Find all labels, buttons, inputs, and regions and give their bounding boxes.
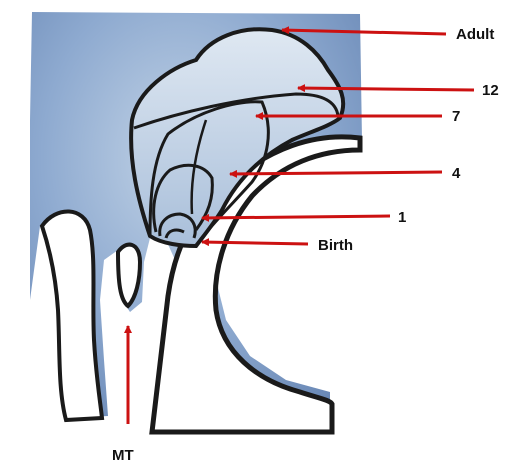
label-mt: MT	[112, 447, 134, 464]
left-column-outline	[42, 211, 102, 420]
arrow-birth	[202, 242, 308, 244]
label-adult: Adult	[456, 26, 494, 43]
label-12: 12	[482, 82, 499, 99]
arrow-1	[202, 216, 390, 218]
arrow-4	[230, 172, 442, 174]
label-birth: Birth	[318, 237, 353, 254]
label-4: 4	[452, 165, 461, 182]
label-1: 1	[398, 209, 406, 226]
label-7: 7	[452, 108, 460, 125]
arrow-12	[298, 88, 474, 90]
